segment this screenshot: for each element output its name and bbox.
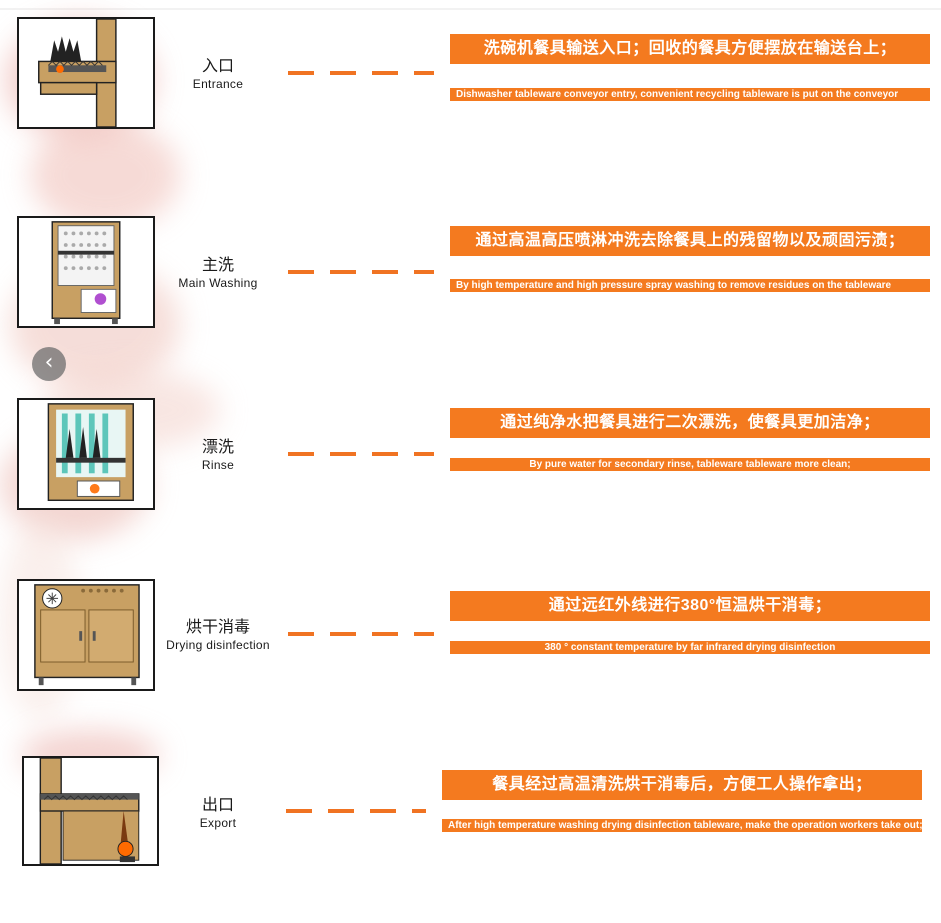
dashed-connector bbox=[286, 809, 426, 813]
washing-machine-icon bbox=[51, 221, 121, 325]
step-title-zh: 烘干消毒 bbox=[185, 619, 250, 636]
step-title-en: Drying disinfection bbox=[166, 638, 270, 652]
step-title-zh: 主洗 bbox=[201, 257, 234, 274]
step-label-main-washing: 主洗 Main Washing bbox=[153, 256, 283, 291]
step-title-zh: 入口 bbox=[201, 58, 234, 75]
rinse-machine-icon bbox=[47, 403, 134, 502]
step-label-export: 出口 Export bbox=[153, 796, 283, 831]
main-washing-illustration bbox=[17, 216, 155, 328]
step-description-en: 380 ° constant temperature by far infrar… bbox=[450, 641, 930, 654]
step-title-en: Export bbox=[199, 816, 237, 830]
carousel-prev-button[interactable]: ‹ bbox=[32, 347, 66, 381]
conveyor-entrance-icon bbox=[38, 19, 117, 127]
conveyor-exit-icon bbox=[39, 758, 140, 864]
step-title-en: Main Washing bbox=[178, 276, 258, 290]
step-title-en: Entrance bbox=[192, 77, 244, 91]
step-title-zh: 出口 bbox=[201, 797, 234, 814]
chevron-left-icon: ‹ bbox=[44, 350, 54, 375]
step-label-drying: 烘干消毒 Drying disinfection bbox=[153, 618, 283, 653]
step-description-en: By pure water for secondary rinse, table… bbox=[450, 458, 930, 471]
step-description-zh: 通过高温高压喷淋冲洗去除餐具上的残留物以及顽固污渍； bbox=[450, 226, 930, 256]
export-illustration bbox=[22, 756, 159, 866]
rinse-illustration bbox=[17, 398, 155, 510]
step-label-rinse: 漂洗 Rinse bbox=[153, 438, 283, 473]
step-description-zh: 餐具经过高温清洗烘干消毒后，方便工人操作拿出； bbox=[442, 770, 922, 800]
top-divider bbox=[0, 8, 941, 10]
dashed-connector bbox=[288, 71, 434, 75]
drying-illustration bbox=[17, 579, 155, 691]
step-description-zh: 通过远红外线进行380°恒温烘干消毒； bbox=[450, 591, 930, 621]
dashed-connector bbox=[288, 452, 434, 456]
drying-cabinet-icon bbox=[34, 584, 140, 686]
step-description-en: By high temperature and high pressure sp… bbox=[450, 279, 930, 292]
step-description-zh: 洗碗机餐具输送入口；回收的餐具方便摆放在输送台上； bbox=[450, 34, 930, 64]
dashed-connector bbox=[288, 270, 434, 274]
step-title-en: Rinse bbox=[201, 458, 235, 472]
entrance-illustration bbox=[17, 17, 155, 129]
step-description-en: After high temperature washing drying di… bbox=[442, 819, 922, 832]
step-title-zh: 漂洗 bbox=[201, 439, 234, 456]
step-description-zh: 通过纯净水把餐具进行二次漂洗，使餐具更加洁净； bbox=[450, 408, 930, 438]
step-description-en: Dishwasher tableware conveyor entry, con… bbox=[450, 88, 930, 101]
step-label-entrance: 入口 Entrance bbox=[153, 57, 283, 92]
dashed-connector bbox=[288, 632, 434, 636]
